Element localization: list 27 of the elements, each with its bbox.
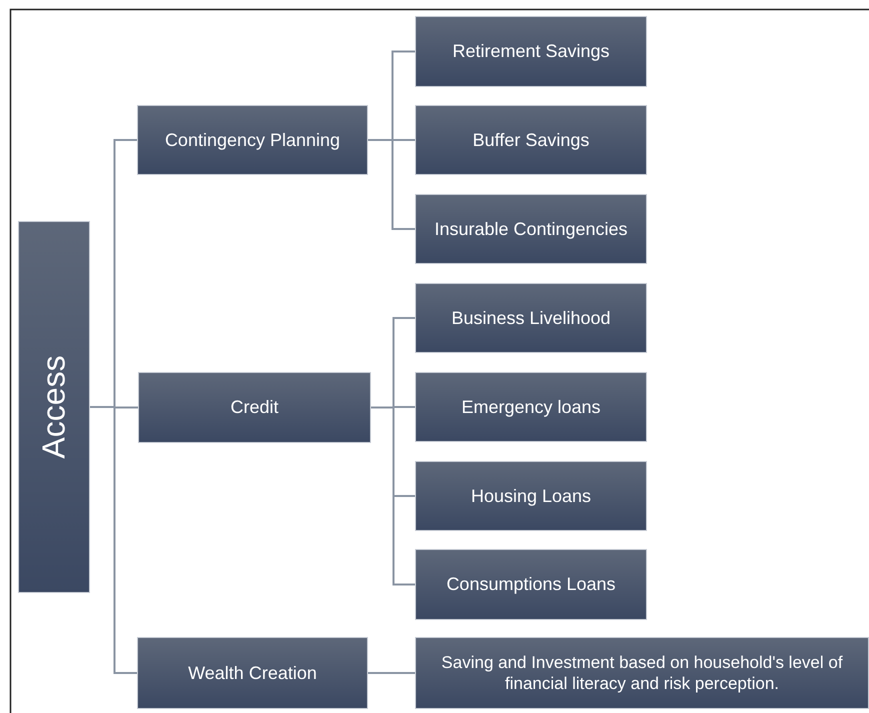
box-label: Buffer Savings [472, 128, 590, 152]
category-box [137, 637, 368, 709]
category-box [415, 461, 647, 531]
box-label: Contingency Planning [164, 128, 342, 152]
box-label: Retirement Savings [451, 40, 611, 63]
category-box [415, 549, 647, 620]
box-label: Business Livelihood [450, 306, 612, 330]
category-box [415, 637, 869, 709]
connector-line [90, 406, 137, 674]
box-label: Saving and Investment based on household's level of financial literacy and risk perception. [440, 652, 844, 694]
category-box [415, 105, 647, 175]
connector-line [368, 139, 415, 230]
box-label: Insurable Contingencies [433, 218, 629, 240]
category-box [137, 105, 368, 175]
category-box [415, 16, 647, 87]
box-label: Consumptions Loans [445, 573, 617, 596]
box-label: Wealth Creation [187, 662, 318, 684]
connector-line [368, 672, 415, 674]
category-box [415, 372, 647, 442]
box-label: Emergency loans [460, 396, 602, 418]
category-box [415, 283, 647, 353]
category-box [138, 372, 371, 443]
category-box [18, 221, 90, 593]
box-label: Access [35, 354, 73, 461]
box-label: Housing Loans [470, 484, 592, 508]
box-label: Credit [229, 396, 280, 419]
category-box [415, 194, 647, 264]
